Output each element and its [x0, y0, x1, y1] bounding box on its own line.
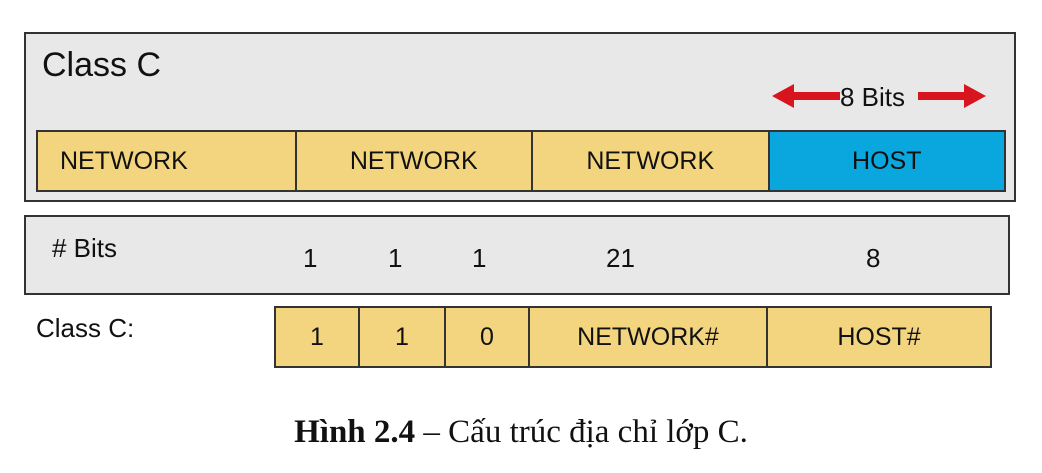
arrow-right-icon [918, 84, 986, 108]
bit-count-1: 1 [303, 243, 318, 273]
octet-network-3: NETWORK [533, 132, 770, 190]
bit-count-2: 1 [388, 243, 403, 273]
octet-network-1: NETWORK [38, 132, 297, 190]
octet-host: HOST [769, 132, 1004, 190]
address-bit-2: 1 [360, 308, 446, 366]
bits-panel [24, 215, 1010, 295]
bit-count-host: 8 [866, 243, 881, 273]
address-row: 1 1 0 NETWORK# HOST# [274, 306, 992, 368]
address-host-field: HOST# [837, 322, 921, 351]
diagram-title: Class C [42, 46, 162, 84]
address-row-label: Class C: [36, 313, 135, 343]
address-network-field: NETWORK# [530, 308, 768, 366]
bits-row-label: # Bits [52, 233, 118, 263]
address-bit-1: 1 [276, 308, 360, 366]
bit-count-network: 21 [606, 243, 635, 273]
caption-label: Hình 2.4 [294, 414, 416, 450]
address-bit-3: 0 [446, 308, 530, 366]
octet-network-2: NETWORK [296, 132, 533, 190]
bit-count-3: 1 [472, 243, 487, 273]
caption-text: – Cấu trúc địa chỉ lớp C. [415, 414, 748, 450]
octet-row: NETWORK NETWORK NETWORK HOST [36, 130, 1006, 192]
figure-caption: Hình 2.4 – Cấu trúc địa chỉ lớp C. [0, 414, 1042, 451]
bits-width-label: 8 Bits [840, 82, 906, 112]
arrow-left-icon [772, 84, 840, 108]
